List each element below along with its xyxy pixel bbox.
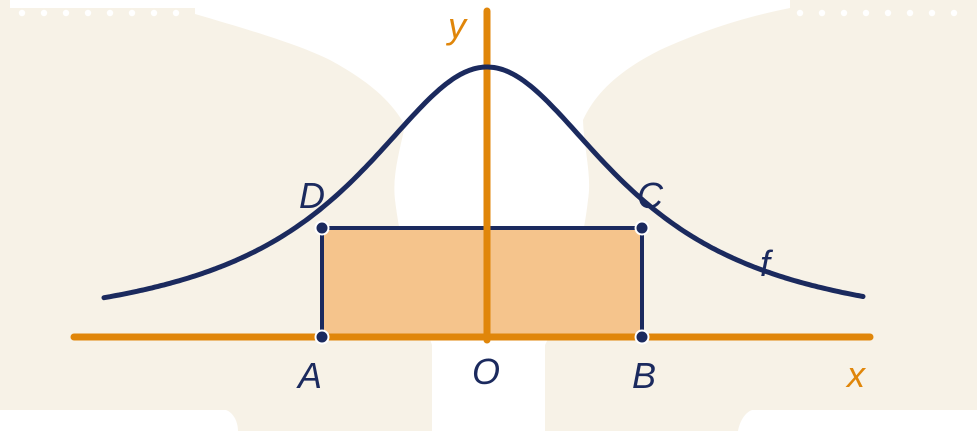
point-d-marker [314, 220, 330, 236]
point-a-label: A [296, 355, 322, 396]
points [314, 220, 650, 345]
bell-curve-f [101, 64, 866, 301]
y-axis-label: y [445, 5, 468, 46]
point-a-marker [314, 329, 330, 345]
point-c-marker [634, 220, 650, 236]
rectangle-abcd [320, 226, 644, 339]
point-b-marker [634, 329, 650, 345]
point-b-label: B [632, 355, 656, 396]
x-axis-label: x [845, 354, 867, 395]
point-d-label: D [299, 175, 325, 216]
backdrop-left-silhouette [0, 0, 432, 431]
backdrop-right-silhouette [545, 0, 977, 431]
backdrop-perforation-right [796, 9, 958, 17]
backdrop-perforation-left [18, 9, 180, 17]
point-c-label: C [637, 175, 664, 216]
origin-label: O [472, 351, 500, 392]
